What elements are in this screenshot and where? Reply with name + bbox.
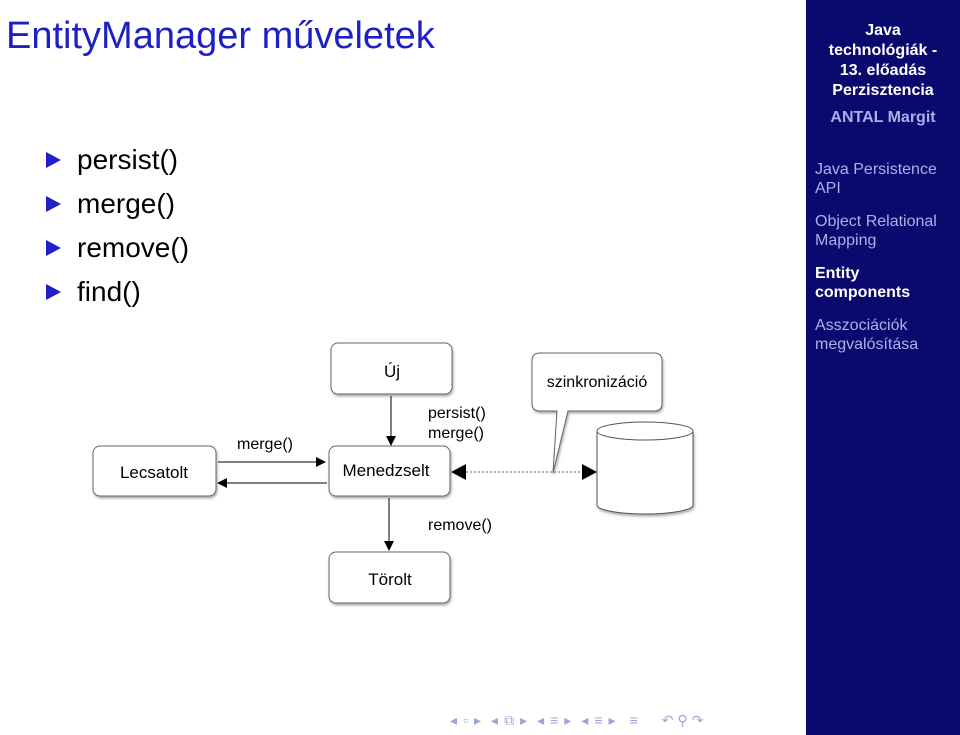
state-new-box	[330, 342, 453, 395]
label-merge-2: merge()	[428, 425, 484, 442]
nav-frame-icon[interactable]: ▫	[463, 712, 468, 728]
sidebar-item-object-relational-mapping[interactable]: Object Relational Mapping	[815, 213, 937, 249]
nav-right-icon[interactable]: ▸	[564, 711, 572, 728]
state-removed-box	[328, 551, 451, 604]
bullet-list: persist() merge() remove() find()	[46, 140, 189, 316]
bullet-triangle-icon	[46, 196, 61, 212]
label-merge: merge()	[237, 436, 293, 453]
beamer-navigation: ◂ ▫ ▸ ◂ ⧉ ▸ ◂ ≡ ▸ ◂ ≡ ▸ ≡ ↶ ⚲ ↷	[450, 711, 704, 729]
bullet-triangle-icon	[46, 240, 61, 256]
sidebar-title-line: technológiák -	[828, 42, 938, 59]
state-new-label: Új	[384, 362, 400, 381]
sidebar-nav: Java Persistence API Object Relational M…	[815, 160, 955, 368]
nav-right-icon[interactable]: ▸	[474, 711, 482, 728]
nav-section-icon[interactable]: ≡	[550, 712, 559, 728]
bullet-triangle-icon	[46, 284, 61, 300]
bullet-text: merge()	[77, 188, 176, 219]
bullet-item: find()	[46, 272, 189, 316]
state-removed-label: Törolt	[368, 570, 412, 589]
nav-forward-icon[interactable]: ↷	[691, 711, 704, 728]
sidebar: Java technológiák - 13. előadás Perziszt…	[806, 0, 960, 735]
bullet-triangle-icon	[46, 152, 61, 168]
state-managed-box	[328, 445, 451, 497]
label-persist: persist()	[428, 405, 486, 422]
nav-search-icon[interactable]: ⚲	[677, 711, 688, 728]
nav-right-icon[interactable]: ▸	[520, 711, 528, 728]
sync-callout	[531, 352, 663, 474]
database-icon	[596, 421, 694, 515]
sidebar-item-associations[interactable]: Asszociációk megvalósítása	[815, 317, 919, 353]
sync-arrow-left	[451, 464, 466, 480]
bullet-item: remove()	[46, 228, 189, 272]
nav-left-icon[interactable]: ◂	[491, 711, 499, 728]
state-detached-label: Lecsatolt	[120, 463, 188, 482]
nav-right-icon[interactable]: ▸	[608, 711, 616, 728]
bullet-item: merge()	[46, 184, 189, 228]
entity-state-diagram: Új Lecsatolt Menedzselt Törolt merge() p…	[92, 342, 694, 604]
label-sync: szinkronizáció	[547, 374, 648, 391]
sidebar-item-entity-components[interactable]: Entity components	[815, 265, 911, 301]
state-managed-label: Menedzselt	[343, 461, 430, 480]
label-remove: remove()	[428, 517, 492, 534]
slide-title: EntityManager műveletek	[6, 15, 435, 57]
nav-left-icon[interactable]: ◂	[450, 711, 458, 728]
slide-area: EntityManager műveletek persist() merge(…	[6, 15, 704, 729]
sidebar-author: ANTAL Margit	[830, 109, 936, 126]
sidebar-title-line: Perzisztencia	[832, 82, 934, 99]
nav-back-icon[interactable]: ↶	[661, 711, 674, 728]
nav-appendix-icon[interactable]: ≡	[629, 712, 638, 728]
bullet-text: find()	[77, 276, 141, 307]
nav-left-icon[interactable]: ◂	[581, 711, 589, 728]
nav-subsection-icon[interactable]: ⧉	[504, 711, 515, 728]
nav-left-icon[interactable]: ◂	[537, 711, 545, 728]
bullet-item: persist()	[46, 140, 189, 184]
sidebar-title-line: 13. előadás	[839, 62, 927, 79]
nav-document-icon[interactable]: ≡	[594, 712, 603, 728]
sync-arrow-right	[582, 464, 597, 480]
state-detached-box	[92, 445, 217, 497]
bullet-text: remove()	[77, 232, 190, 263]
sidebar-title-line: Java	[865, 22, 901, 39]
bullet-text: persist()	[77, 144, 179, 175]
sidebar-title[interactable]: Java technológiák - 13. előadás Perziszt…	[806, 21, 960, 101]
sidebar-item-java-persistence-api[interactable]: Java Persistence API	[815, 161, 937, 197]
